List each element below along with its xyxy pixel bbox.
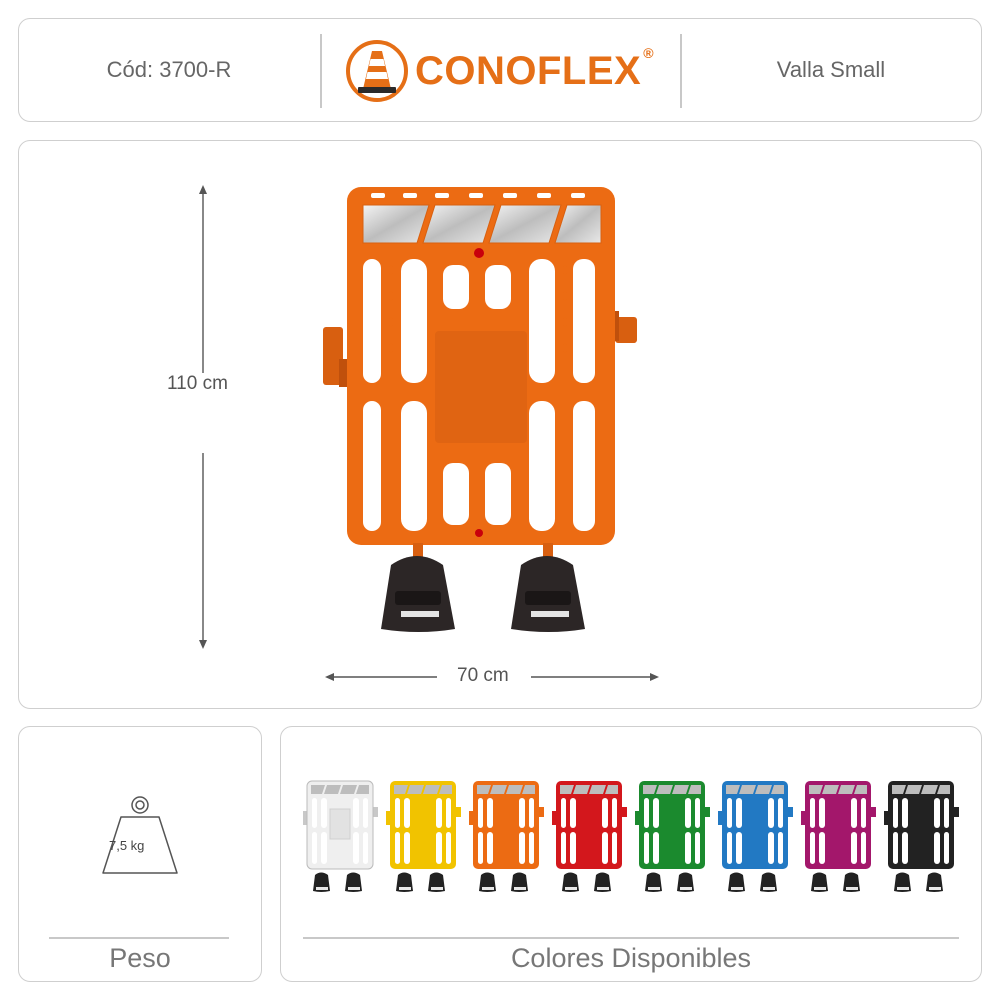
color-swatches xyxy=(301,779,971,899)
weight-card: 7,5 kg Peso xyxy=(18,726,262,982)
product-view: 110 cm 70 cm xyxy=(18,140,982,709)
header-divider xyxy=(320,34,322,108)
caption-divider xyxy=(49,937,229,939)
brand-logo: CONOFLEX ® xyxy=(345,37,677,105)
product-code: Cód: 3700-R xyxy=(106,57,232,82)
weight-icon xyxy=(102,796,178,874)
header-bar: Cód: 3700-R CONOFLEX ® Valla Small xyxy=(18,18,982,122)
color-swatch xyxy=(801,781,876,892)
height-label: 110 cm xyxy=(167,373,228,395)
header-divider xyxy=(680,34,682,108)
width-label: 70 cm xyxy=(457,665,509,687)
height-dimension-line xyxy=(199,185,207,649)
colors-caption: Colores Disponibles xyxy=(510,943,752,973)
color-swatch xyxy=(635,781,710,892)
color-swatch xyxy=(469,781,544,892)
registered-mark: ® xyxy=(643,45,654,61)
product-name: Valla Small xyxy=(776,57,886,82)
barrier-image xyxy=(323,187,637,632)
color-swatch xyxy=(386,781,461,892)
caption-divider xyxy=(303,937,959,939)
color-swatch xyxy=(552,781,627,892)
color-swatch xyxy=(303,780,378,892)
traffic-cone-icon xyxy=(346,40,408,102)
weight-value: 7,5 kg xyxy=(109,838,145,853)
brand-name: CONOFLEX xyxy=(415,48,642,93)
width-dimension-line xyxy=(325,673,659,681)
colors-card: Colores Disponibles xyxy=(280,726,982,982)
color-swatch xyxy=(884,781,959,892)
color-swatch xyxy=(718,781,793,892)
weight-caption: Peso xyxy=(109,943,171,973)
